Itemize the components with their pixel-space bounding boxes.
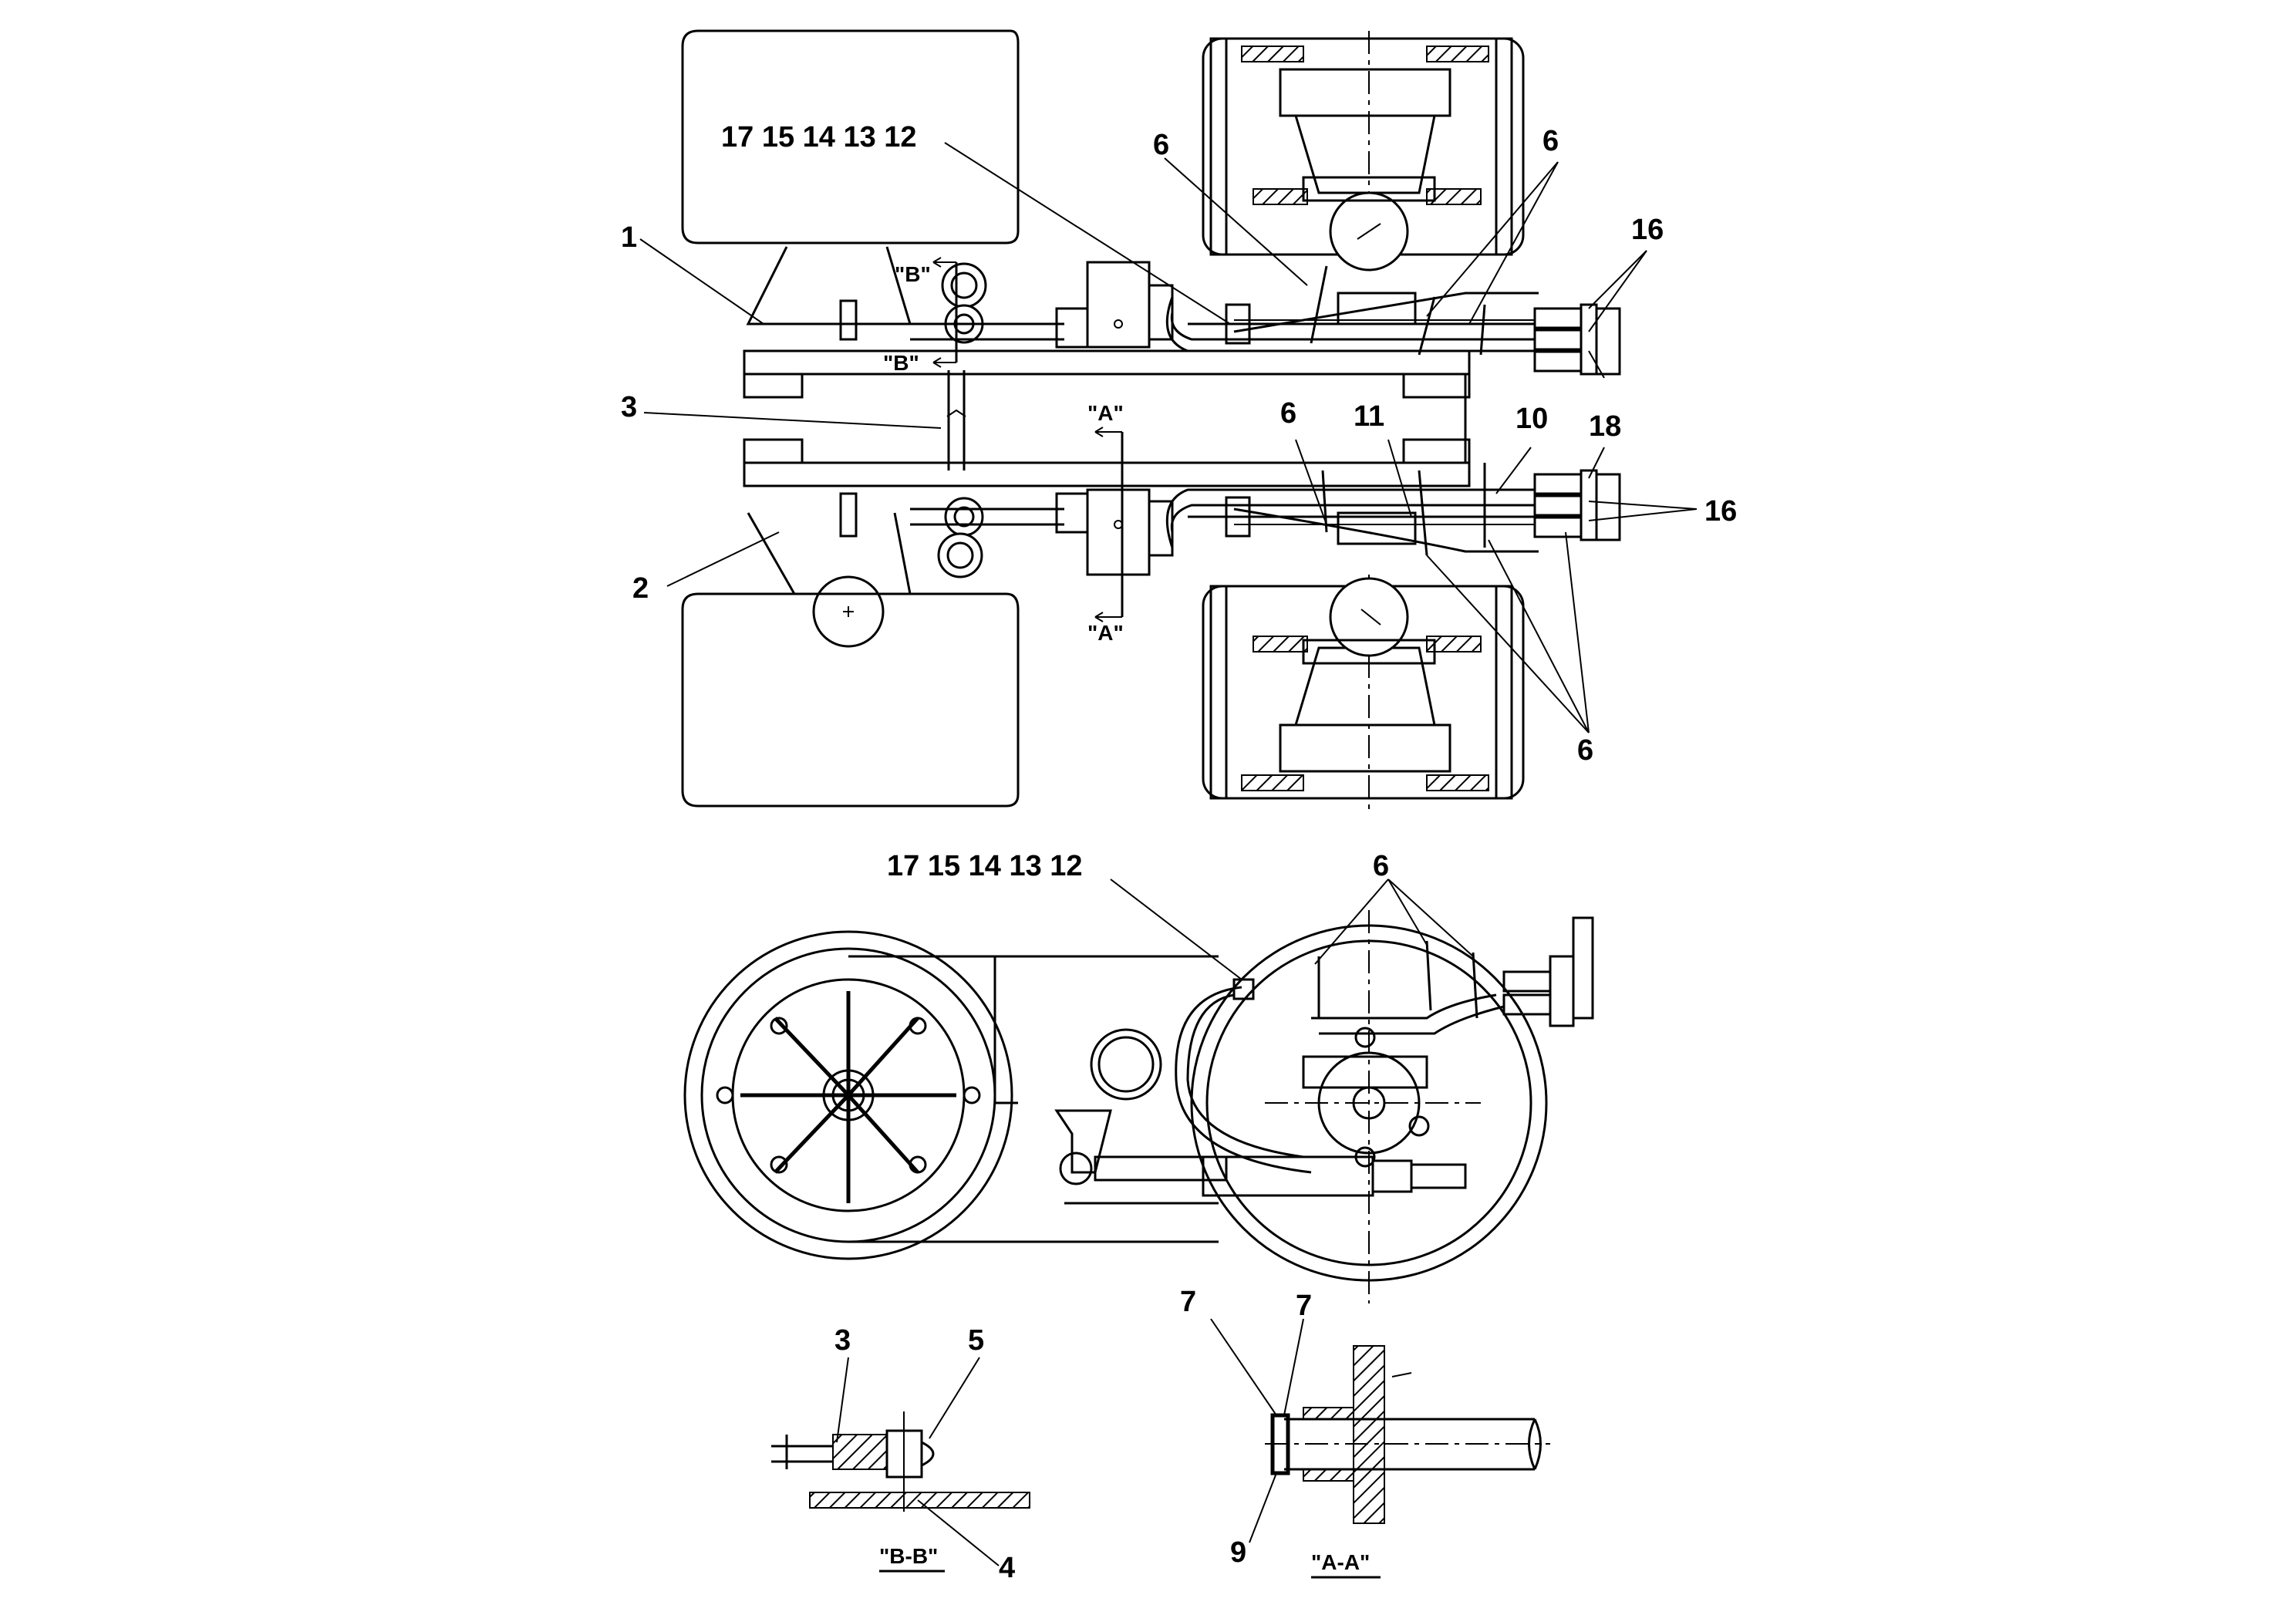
callout-7-b: 7 — [1296, 1290, 1312, 1322]
callout-16-b: 16 — [1704, 495, 1737, 528]
callout-9: 9 — [1230, 1536, 1246, 1569]
section-title-aa: "A-A" — [1311, 1550, 1370, 1574]
plan-view — [639, 29, 1698, 810]
side-view — [683, 878, 1594, 1303]
callout-5: 5 — [968, 1324, 984, 1357]
frame-upper-bracket — [746, 246, 912, 325]
callout-11: 11 — [1354, 400, 1384, 433]
callout-7-a: 7 — [1180, 1286, 1196, 1318]
section-mark-a-top: "A" — [1087, 401, 1124, 425]
section-aa — [1210, 1318, 1550, 1579]
coupler-block-lower — [1533, 469, 1621, 541]
right-upper-wheel — [1202, 31, 1525, 325]
left-wheel-outer — [683, 930, 1013, 1260]
cylinder-upper — [1086, 261, 1151, 349]
upper-beam — [743, 349, 1471, 376]
callout-6-b: 6 — [1542, 125, 1559, 157]
callout-10: 10 — [1515, 403, 1548, 435]
callout-2: 2 — [632, 572, 649, 605]
lower-beam — [743, 461, 1471, 487]
callout-18: 18 — [1589, 410, 1621, 443]
callout-3-bb: 3 — [834, 1324, 851, 1357]
cylinder-lower — [1086, 488, 1151, 576]
left-upper-tire — [681, 29, 1020, 244]
section-mark-b-top: "B" — [895, 262, 931, 286]
left-lower-tire — [681, 592, 1020, 808]
section-bb — [771, 1357, 1030, 1573]
labels: 17 15 14 13 12 17 15 14 13 12 1 3 2 6 6 … — [621, 121, 1737, 1584]
callout-group-top: 17 15 14 13 12 — [721, 121, 917, 153]
section-mark-a-bottom: "A" — [1087, 621, 1124, 645]
right-lower-wheel — [1202, 511, 1525, 810]
callout-6-e: 6 — [1373, 850, 1389, 882]
callout-4: 4 — [999, 1552, 1015, 1584]
section-title-bb: "B-B" — [879, 1544, 938, 1568]
callout-1: 1 — [621, 221, 637, 254]
frame-lower-bracket — [747, 512, 912, 595]
callout-3: 3 — [621, 391, 637, 423]
coupler-block-upper — [1533, 303, 1621, 376]
callout-group-side: 17 15 14 13 12 — [887, 850, 1083, 882]
callout-16-a: 16 — [1631, 214, 1664, 246]
callout-6-a: 6 — [1153, 129, 1169, 161]
callout-6-c: 6 — [1280, 397, 1296, 430]
section-mark-b-bottom: "B" — [883, 351, 919, 375]
callout-6-d: 6 — [1577, 734, 1593, 767]
